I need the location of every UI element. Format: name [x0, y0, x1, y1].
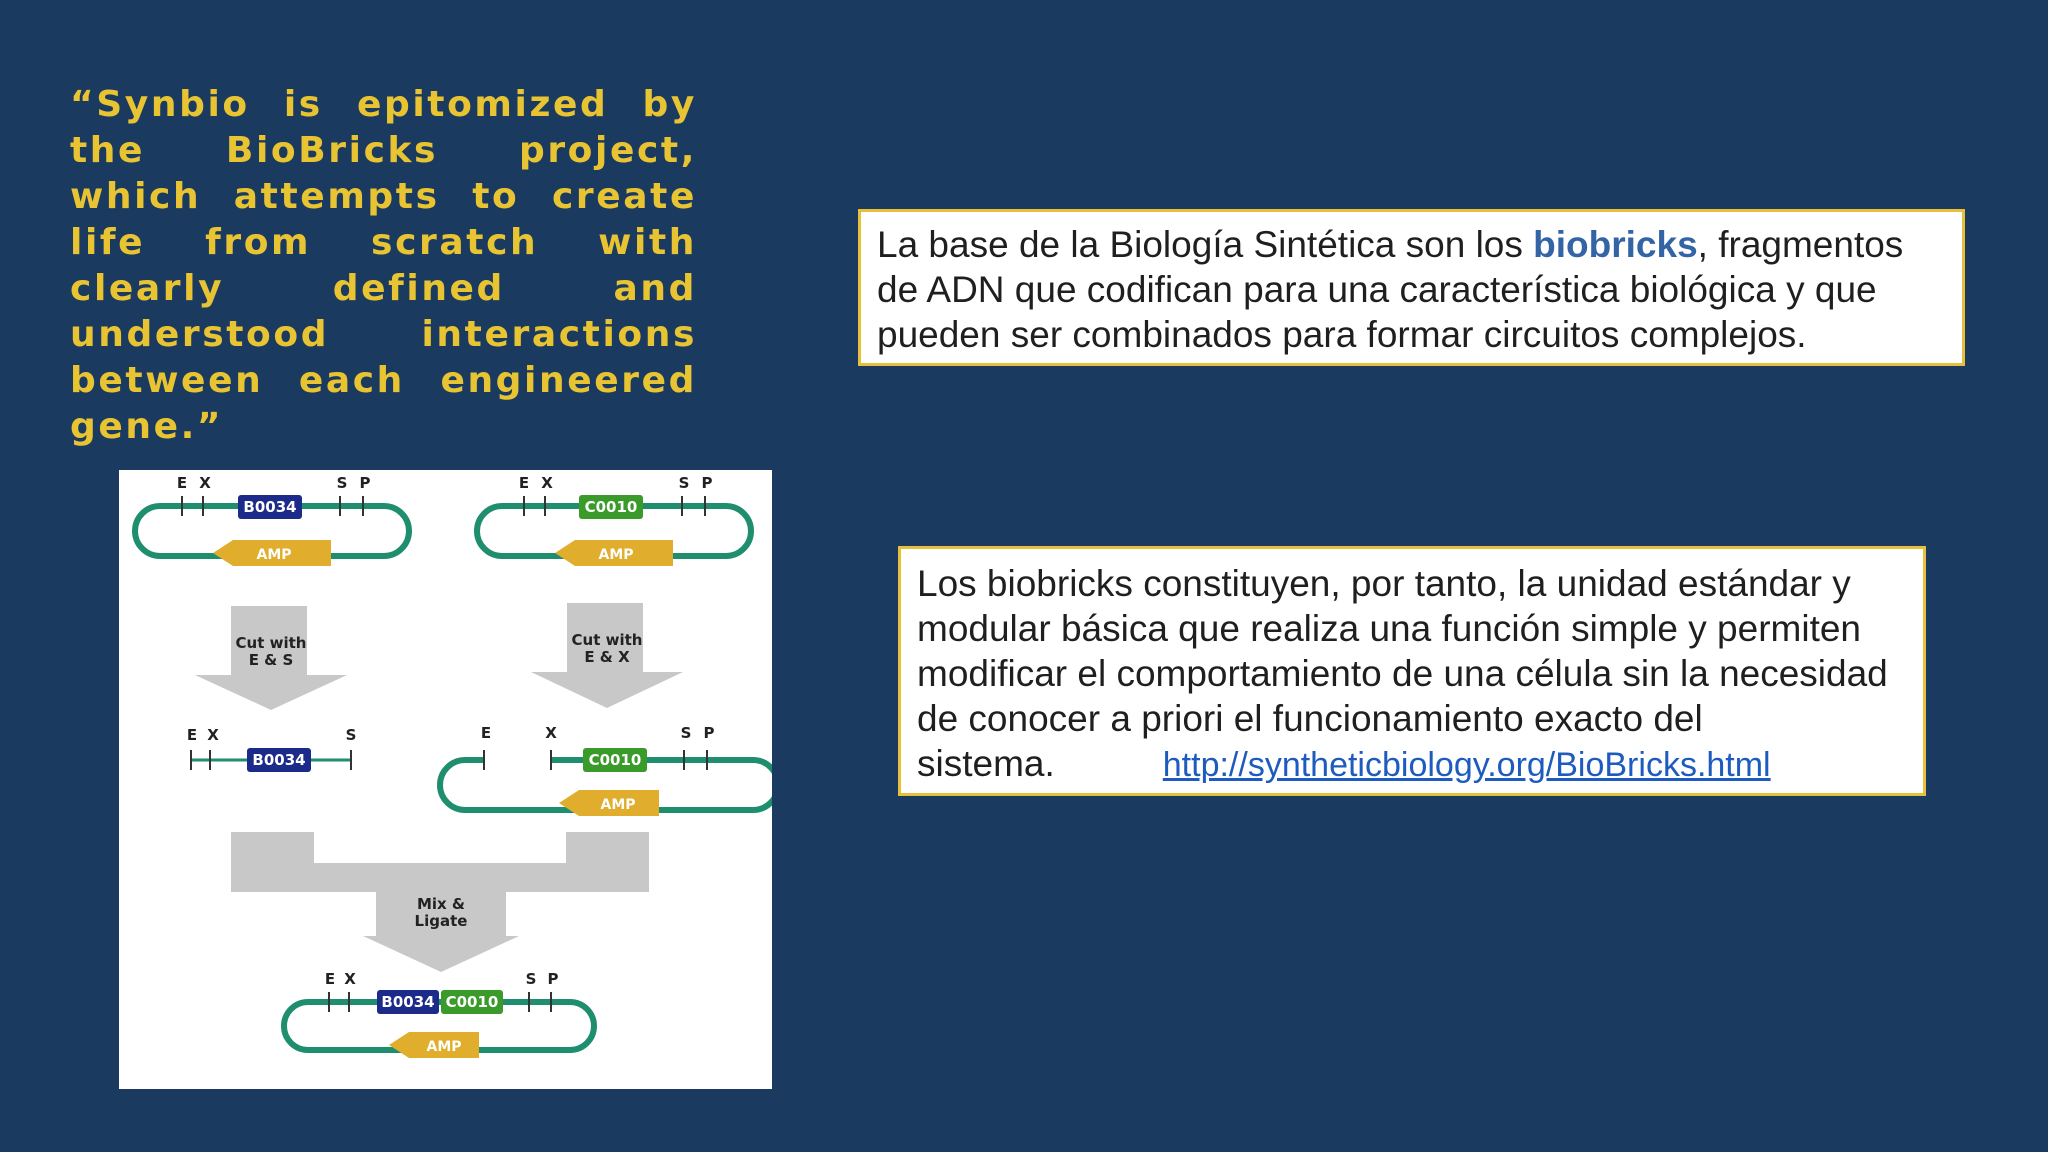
biobricks-info-box: Los biobricks constituyen, por tanto, la…	[898, 546, 1926, 796]
part-b0034-label: B0034	[243, 498, 296, 516]
amp-arrow	[555, 540, 673, 566]
site-e-label: E	[481, 724, 491, 742]
part-c0010-block	[441, 990, 503, 1014]
site-p-label: P	[360, 474, 371, 492]
part-b0034-label: B0034	[252, 751, 305, 769]
site-x-label: X	[541, 474, 553, 492]
quote-text: “Synbio is epitomized by the BioBricks p…	[70, 84, 697, 447]
amp-label: AMP	[426, 1039, 461, 1055]
cut-arrow-right: Cut with E & X	[531, 603, 683, 708]
definition-text-end: , fragmentos de ADN que codifican para u…	[877, 224, 1904, 355]
site-p-label: P	[702, 474, 713, 492]
fragment-b0034: E X S B0034	[187, 726, 357, 772]
cut-arrow-right-line2: E & X	[584, 648, 630, 666]
biobricks-keyword: biobricks	[1533, 224, 1698, 265]
site-x-label: X	[344, 970, 356, 988]
plasmid-c0010: E X S P C0010 AMP	[474, 474, 754, 566]
site-x-label: X	[207, 726, 219, 744]
biobrick-assembly-diagram: E X S P B0034 AMP E X S P C0010 AMP	[119, 470, 772, 1089]
biobricks-source-link[interactable]: http://syntheticbiology.org/BioBricks.ht…	[1162, 746, 1771, 784]
site-p-label: P	[548, 970, 559, 988]
definition-box: La base de la Biología Sintética son los…	[858, 209, 1965, 366]
amp-label: AMP	[600, 797, 635, 813]
plasmid-b0034: E X S P B0034 AMP	[132, 474, 412, 566]
definition-text-start: La base de la Biología Sintética son los	[877, 224, 1534, 265]
site-p-label: P	[704, 724, 715, 742]
cut-arrow-right-line1: Cut with	[572, 631, 643, 649]
biobricks-info-text: Los biobricks constituyen, por tanto, la…	[917, 563, 1888, 784]
site-s-label: S	[681, 724, 692, 742]
cut-arrow-left-shape	[195, 606, 347, 710]
cut-arrow-left-line1: Cut with	[236, 634, 307, 652]
part-b0034-block	[247, 748, 311, 772]
part-c0010-block	[583, 748, 647, 772]
site-s-label: S	[526, 970, 537, 988]
part-c0010-label: C0010	[585, 498, 638, 516]
cut-arrow-left: Cut with E & S	[195, 606, 347, 710]
mix-ligate-arrow-shape	[231, 832, 649, 972]
amp-arrow	[559, 790, 659, 816]
amp-label: AMP	[598, 547, 633, 563]
site-e-label: E	[187, 726, 197, 744]
part-c0010-label: C0010	[446, 993, 499, 1011]
site-x-label: X	[545, 724, 557, 742]
cut-arrow-left-line2: E & S	[249, 651, 294, 669]
mix-ligate-arrow: Mix & Ligate	[231, 832, 649, 972]
mix-ligate-line2: Ligate	[415, 912, 468, 930]
cut-arrow-right-shape	[531, 603, 683, 708]
site-e-label: E	[177, 474, 187, 492]
mix-ligate-line1: Mix &	[417, 895, 465, 913]
amp-label: AMP	[256, 547, 291, 563]
amp-arrow	[389, 1032, 479, 1058]
part-b0034-block	[377, 990, 439, 1014]
backbone-c0010: E X S P C0010 AMP	[437, 724, 772, 816]
part-c0010-label: C0010	[589, 751, 642, 769]
site-x-label: X	[199, 474, 211, 492]
part-b0034-block	[238, 495, 302, 519]
site-s-label: S	[679, 474, 690, 492]
part-b0034-label: B0034	[381, 993, 434, 1011]
amp-arrow	[213, 540, 331, 566]
site-s-label: S	[346, 726, 357, 744]
part-c0010-block	[579, 495, 643, 519]
site-s-label: S	[337, 474, 348, 492]
result-plasmid: E X S P B0034 C0010 AMP	[281, 970, 597, 1058]
site-e-label: E	[519, 474, 529, 492]
site-e-label: E	[325, 970, 335, 988]
